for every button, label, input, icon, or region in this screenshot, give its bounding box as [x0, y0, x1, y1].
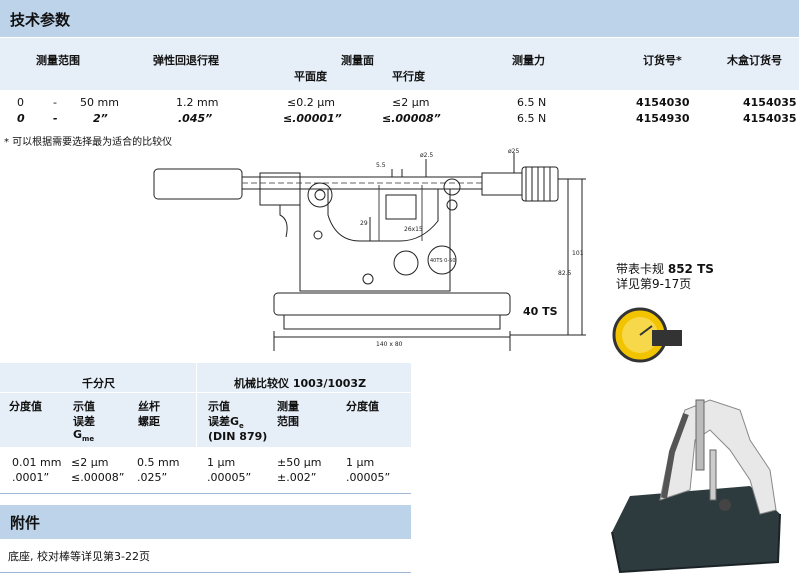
cmp-h1b-main: 误差G	[208, 415, 240, 428]
row1-order: 4154030	[636, 96, 690, 109]
comparator-title: 机械比较仪 1003/1003Z	[234, 377, 367, 390]
hdr-range: 测量范围	[36, 54, 80, 67]
dim-5-5: 5.5	[376, 162, 386, 169]
row1-travel: 1.2 mm	[176, 96, 219, 109]
mic-h2c-sub: me	[82, 435, 95, 444]
group-sep-right	[197, 392, 411, 393]
mic-h1: 分度值	[9, 400, 42, 413]
tech-title-bar: 技术参数	[0, 0, 799, 37]
row2-travel: .045”	[178, 112, 213, 125]
cmp-h1a: 示值	[208, 400, 230, 413]
mic-c2a: ≤2 µm	[71, 456, 109, 469]
drawing-anvil	[385, 194, 417, 220]
hdr-box-order: 木盒订货号	[727, 54, 782, 67]
row1-r0: 0	[17, 96, 24, 109]
drawing-knob-left	[307, 182, 333, 208]
technical-drawing: 5.5 ø2.5 ø25 29 26x15 101 82.5 140 x 80 …	[153, 148, 586, 351]
tech-footnote: * 可以根据需要选择最为适合的比较仪	[4, 137, 173, 148]
cmp-h3: 分度值	[346, 400, 379, 413]
hdr-face: 测量面	[341, 54, 374, 67]
hdr-parallel: 平行度	[392, 70, 425, 83]
mic-h2b: 误差	[73, 415, 95, 428]
row2-r1: 2”	[93, 112, 108, 125]
drawing-micrometer-sleeve	[481, 172, 523, 196]
product-photo	[611, 307, 781, 574]
drawing-plate	[427, 245, 457, 275]
row2-force: 6.5 N	[517, 112, 547, 125]
mic-h2a: 示值	[73, 400, 95, 413]
drawing-base	[273, 292, 511, 316]
accessories-title-bar: 附件	[0, 505, 411, 539]
tech-title: 技术参数	[10, 11, 71, 29]
dim-25: ø25	[508, 148, 519, 155]
dim-101: 101	[572, 250, 584, 257]
comparator-header	[197, 363, 411, 447]
mic-h3a: 丝杆	[138, 400, 160, 413]
cmp-c1b: .00005”	[207, 471, 252, 484]
drawing-handle	[153, 168, 243, 200]
hdr-travel: 弹性回退行程	[153, 54, 219, 67]
dim-82-5: 82.5	[558, 270, 572, 277]
side-note-model: 852 TS	[667, 262, 714, 276]
row1-flat: ≤0.2 µm	[287, 96, 335, 109]
tech-header-row	[0, 38, 799, 90]
row1-box: 4154035	[743, 96, 797, 109]
mic-c1a: 0.01 mm	[12, 456, 62, 469]
cmp-h1b: 误差Ge	[208, 413, 244, 430]
row2-r0: 0	[17, 112, 25, 125]
mic-h2c-main: G	[73, 428, 83, 441]
drawing-lever	[279, 205, 288, 238]
dim-29: 29	[360, 220, 368, 227]
cmp-c3b: .00005”	[346, 471, 391, 484]
row1-force: 6.5 N	[517, 96, 547, 109]
side-note-prefix: 带表卡规	[616, 262, 665, 276]
hdr-flatness: 平面度	[294, 70, 327, 83]
dim-base: 140 x 80	[376, 341, 403, 348]
group-sep-left	[0, 392, 196, 393]
row1-par: ≤2 µm	[392, 96, 430, 109]
cmp-c3a: 1 µm	[346, 456, 375, 469]
cmp-h1b-sub: e	[239, 422, 244, 431]
hdr-order: 订货号*	[643, 54, 682, 67]
mic-c2b: ≤.00008”	[71, 471, 125, 484]
row1-r1: 50 mm	[80, 96, 119, 109]
cmp-h2b: 范围	[277, 415, 299, 428]
cmp-h2a: 测量	[277, 400, 299, 413]
mic-c3b: .025”	[137, 471, 168, 484]
cmp-c1a: 1 µm	[207, 456, 236, 469]
accessories-title: 附件	[10, 514, 41, 532]
row2-flat: ≤.00001”	[283, 112, 342, 125]
plate-text: 40TS 0-50	[430, 258, 456, 264]
accessories-text: 底座, 校对棒等详见第3-22页	[8, 550, 150, 563]
row1-dash: -	[53, 96, 57, 109]
accessories-bottom-sep	[0, 572, 411, 573]
side-note-line1: 带表卡规 852 TS	[616, 260, 714, 277]
hdr-force: 测量力	[512, 54, 545, 67]
micrometer-title: 千分尺	[82, 377, 115, 390]
micrometer-header	[0, 363, 196, 447]
mic-h2c: Gme	[73, 428, 94, 443]
dim-2-5: ø2.5	[420, 152, 433, 159]
mic-c1b: .0001”	[12, 471, 50, 484]
row2-dash: -	[53, 112, 58, 125]
cmp-h1c: (DIN 879)	[208, 430, 268, 443]
dim-26x15: 26x15	[404, 226, 423, 233]
drawing-round	[393, 250, 419, 276]
drawing-thimble	[521, 166, 559, 202]
cmp-c2a: ±50 µm	[277, 456, 322, 469]
mic-h3b: 螺距	[138, 415, 160, 428]
label-40ts: 40 TS	[523, 305, 558, 318]
mic-c3a: 0.5 mm	[137, 456, 180, 469]
row2-par: ≤.00008”	[382, 112, 441, 125]
row2-order: 4154930	[636, 112, 690, 125]
cmp-c2b: ±.002”	[277, 471, 317, 484]
drawing-body	[299, 188, 451, 292]
side-note-line2: 详见第9-17页	[616, 277, 692, 291]
mic-bottom-sep	[0, 493, 411, 494]
row2-box: 4154035	[743, 112, 797, 125]
